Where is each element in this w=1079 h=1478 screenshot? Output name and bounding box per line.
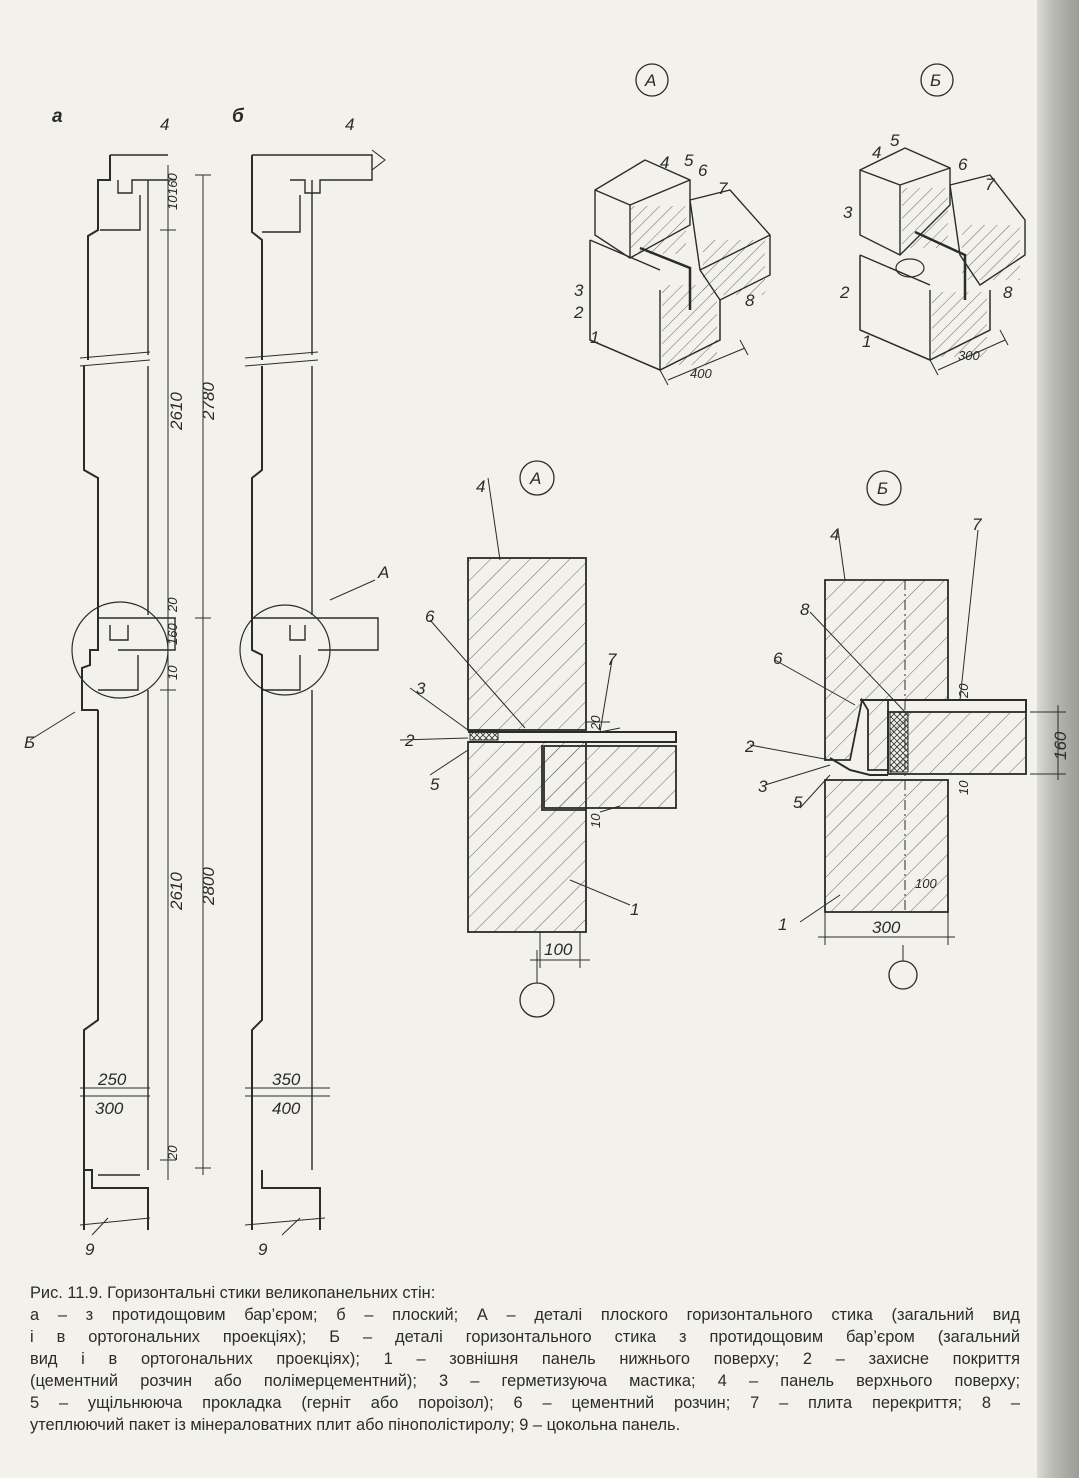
- marker-a-ortho: А: [529, 469, 541, 488]
- dim-ortho-a-100: 100: [544, 940, 573, 959]
- iso-a-5: 5: [684, 151, 694, 170]
- dim-ortho-b-160: 160: [1051, 731, 1070, 760]
- caption-line: утеплюючий пакет із мінераловатних плит …: [30, 1416, 681, 1434]
- detail-markers: А Б А Б А Б: [24, 71, 941, 752]
- ortho-a-7: 7: [607, 650, 617, 669]
- ortho-b-5: 5: [793, 793, 803, 812]
- dim-ortho-a-10: 10: [588, 813, 603, 828]
- ortho-b-6: 6: [773, 649, 783, 668]
- ortho-b-8: 8: [800, 600, 810, 619]
- iso-b-1: 1: [862, 332, 871, 351]
- iso-b-3: 3: [843, 203, 853, 222]
- iso-b-7: 7: [985, 175, 995, 194]
- caption-line: а – з протидощовим бар’єром; б – плоский…: [30, 1306, 1020, 1324]
- orthogonal-detail-b: [818, 470, 1066, 990]
- iso-a-1: 1: [590, 328, 599, 347]
- iso-a-400: 400: [690, 366, 712, 381]
- part-numbers: 4 4 9 9 4 5 6 7 3 2 1 8 400 4 5 6 7 3 2 …: [85, 115, 1013, 1259]
- ortho-b-7: 7: [972, 515, 982, 534]
- ortho-a-6: 6: [425, 607, 435, 626]
- marker-b-callout: Б: [24, 733, 35, 752]
- iso-b-2: 2: [839, 283, 850, 302]
- iso-a-4: 4: [660, 153, 669, 172]
- iso-a-7: 7: [718, 179, 728, 198]
- dim-ortho-b-300: 300: [872, 918, 901, 937]
- num-4-a: 4: [160, 115, 169, 134]
- caption-line: 5 – ущільнююча прокладка (герніт або пор…: [30, 1394, 1020, 1412]
- dim-a-20-bottom: 20: [165, 1145, 180, 1161]
- dim-a-10-mid: 10: [165, 665, 180, 680]
- iso-b-4: 4: [872, 143, 881, 162]
- dim-a-2800: 2800: [199, 867, 218, 906]
- dim-350: 350: [272, 1070, 301, 1089]
- ortho-b-4: 4: [830, 525, 839, 544]
- dim-400: 400: [272, 1099, 301, 1118]
- iso-a-8: 8: [745, 291, 755, 310]
- iso-a-6: 6: [698, 161, 708, 180]
- section-view-a: [71, 154, 211, 1236]
- ortho-b-3: 3: [758, 777, 768, 796]
- num-9-b: 9: [258, 1240, 268, 1259]
- caption-line: (цементний розчин або полімерцементний);…: [30, 1372, 1020, 1390]
- ortho-b-1: 1: [778, 915, 787, 934]
- ortho-b-2: 2: [744, 737, 755, 756]
- marker-a-callout: А: [377, 563, 389, 582]
- iso-b-300: 300: [958, 348, 980, 363]
- dim-a-2780: 2780: [199, 382, 218, 421]
- ortho-a-3: 3: [416, 679, 426, 698]
- iso-b-8: 8: [1003, 283, 1013, 302]
- dim-a-20-mid: 20: [165, 597, 180, 613]
- dim-a-160-mid: 160: [165, 623, 180, 645]
- orthogonal-detail-a: [467, 460, 677, 1018]
- dim-300: 300: [95, 1099, 124, 1118]
- dim-a-2610-top: 2610: [167, 392, 186, 431]
- marker-a-iso: А: [644, 71, 656, 90]
- view-a-label: а: [52, 106, 63, 127]
- iso-b-6: 6: [958, 155, 968, 174]
- num-9-a: 9: [85, 1240, 95, 1259]
- marker-b-iso: Б: [930, 71, 941, 90]
- dim-a-10-top: 10: [165, 195, 180, 210]
- view-b-label: б: [232, 106, 245, 127]
- technical-drawing: а б А Б А Б А Б 4 4 9 9 4 5 6 7 3 2 1 8 …: [24, 63, 1070, 1259]
- caption-line: Рис. 11.9. Горизонтальні стики великопан…: [30, 1284, 436, 1302]
- dim-a-160-top: 160: [165, 173, 180, 195]
- iso-b-5: 5: [890, 131, 900, 150]
- view-labels: а б: [52, 106, 245, 127]
- dim-ortho-a-20: 20: [588, 715, 603, 731]
- dim-ortho-b-100: 100: [915, 876, 937, 891]
- num-4-b: 4: [345, 115, 354, 134]
- dim-ortho-b-20: 20: [956, 683, 971, 699]
- iso-a-3: 3: [574, 281, 584, 300]
- ortho-a-1: 1: [630, 900, 639, 919]
- dim-ortho-b-10: 10: [956, 780, 971, 795]
- dim-250: 250: [97, 1070, 127, 1089]
- isometric-detail-b: [859, 63, 1026, 376]
- section-view-b: [239, 149, 386, 1236]
- ortho-a-2: 2: [404, 731, 415, 750]
- caption-line: вид і в ортогональних проекціях); 1 – зо…: [30, 1350, 1020, 1368]
- figure-caption: Рис. 11.9. Горизонтальні стики великопан…: [30, 1282, 1020, 1436]
- ortho-a-4: 4: [476, 477, 485, 496]
- marker-b-ortho: Б: [877, 479, 888, 498]
- dimension-texts: 160 10 2610 2780 20 160 10 2610 2800 20 …: [95, 173, 1070, 1161]
- ortho-a-5: 5: [430, 775, 440, 794]
- iso-a-2: 2: [573, 303, 584, 322]
- isometric-detail-a: [589, 63, 771, 386]
- dim-a-2610-bottom: 2610: [167, 872, 186, 911]
- caption-line: і в ортогональних проекціях); Б – деталі…: [30, 1328, 1020, 1346]
